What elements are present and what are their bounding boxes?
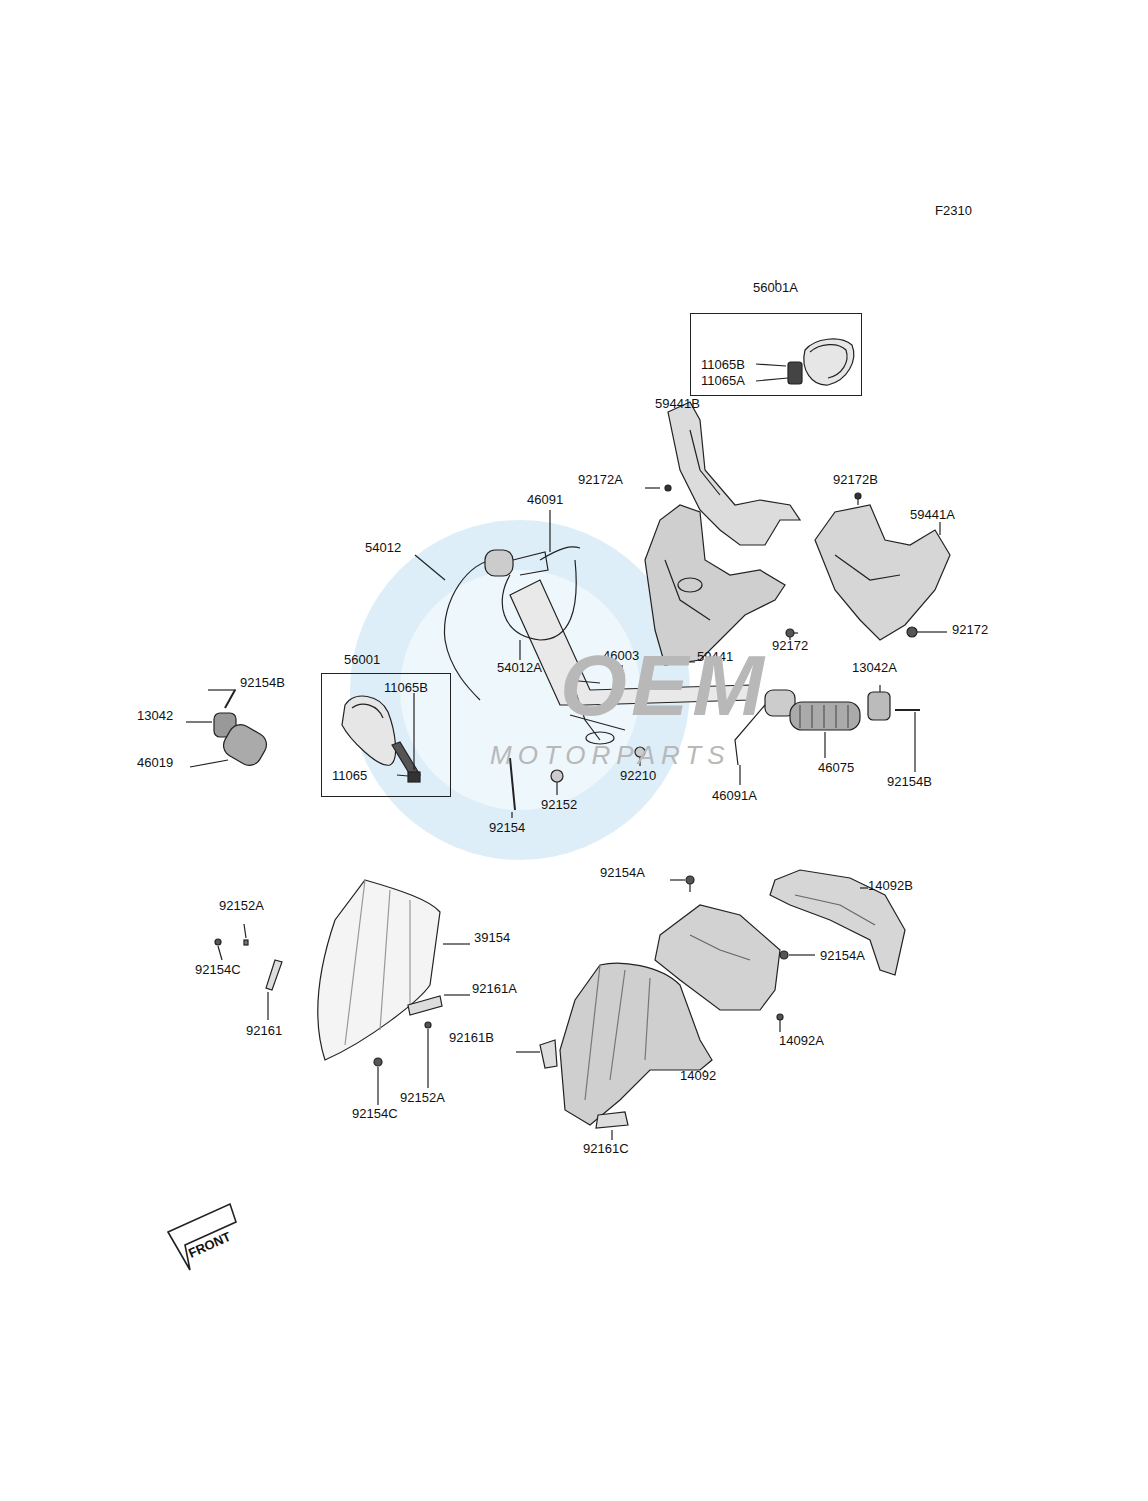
callout-number: 92161A — [472, 981, 517, 997]
callout-number: 59441B — [655, 396, 700, 412]
callout-number: 56001 — [344, 652, 380, 668]
callout-number: 92172 — [772, 638, 808, 654]
callout-number: 92152 — [541, 797, 577, 813]
callout-number: 92154A — [820, 948, 865, 964]
callout-number: 92161C — [583, 1141, 629, 1157]
callout-number: 14092A — [779, 1033, 824, 1049]
callout-number: 92154 — [489, 820, 525, 836]
callout-number: 92154B — [887, 774, 932, 790]
callout-number: 92154B — [240, 675, 285, 691]
callout-number: 92152A — [219, 898, 264, 914]
callout-number: 14092 — [680, 1068, 716, 1084]
callout-number: 92161B — [449, 1030, 494, 1046]
callout-box: 5600111065B11065 — [321, 673, 451, 797]
callout-number: 46091 — [527, 492, 563, 508]
callout-number: 92172A — [578, 472, 623, 488]
callout-number: 11065A — [701, 373, 745, 389]
callout-number: 39154 — [474, 930, 510, 946]
callout-box: 56001A11065B11065A — [690, 313, 862, 396]
callout-number: 92154A — [600, 865, 645, 881]
callout-number: 59441A — [910, 507, 955, 523]
callout-number: 46019 — [137, 755, 173, 771]
callout-number: 92210 — [620, 768, 656, 784]
callout-number: 11065 — [332, 768, 367, 784]
watermark: OEM — [560, 640, 768, 730]
callout-number: 13042 — [137, 708, 173, 724]
callout-number: 92154C — [352, 1106, 398, 1122]
callout-number: 46091A — [712, 788, 757, 804]
callout-number: 56001A — [753, 280, 798, 296]
callout-number: 54012 — [365, 540, 401, 556]
callout-number: 92152A — [400, 1090, 445, 1106]
callout-number: 46075 — [818, 760, 854, 776]
callout-number: F2310 — [935, 203, 972, 219]
callout-number: 92154C — [195, 962, 241, 978]
watermark: MOTORPARTS — [490, 740, 731, 770]
callout-number: 13042A — [852, 660, 897, 676]
callout-number: 54012A — [497, 660, 542, 676]
callout-number: 11065B — [384, 680, 428, 696]
callout-number: 92172 — [952, 622, 988, 638]
callout-number: 11065B — [701, 357, 745, 373]
callout-number: 92172B — [833, 472, 878, 488]
callout-number: 14092B — [868, 878, 913, 894]
callout-number: 92161 — [246, 1023, 282, 1039]
